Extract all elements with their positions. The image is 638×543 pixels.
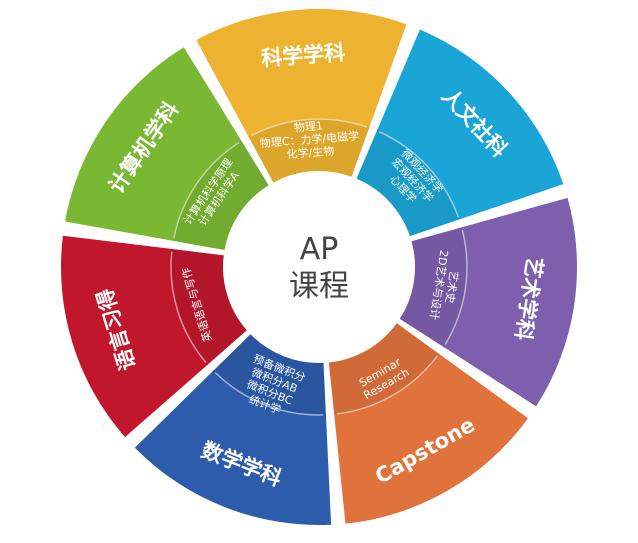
segment-outer-science (196, 9, 407, 137)
segment-inner-science (248, 117, 370, 183)
segment-divider-language (170, 251, 207, 364)
center-title-line1: AP (300, 232, 339, 267)
course-item: 物理1 (293, 118, 323, 134)
segment-inner-arts (399, 227, 469, 348)
segment-outer-arts (443, 197, 578, 407)
segment-inner-language (169, 248, 247, 366)
segments-layer: 科学学科物理1物理C：力学/电磁学化学/生物人文社科微观经济学宏观经济学心理学艺… (61, 9, 578, 526)
segment-divider-cs (173, 141, 240, 239)
segment-inner-cs (172, 140, 269, 251)
course-item: 艺术史 (443, 270, 461, 305)
segment-inner-humanities (356, 129, 461, 237)
course-item: 化学/生物 (286, 144, 335, 162)
segment-divider-arts (444, 229, 468, 346)
segment-inner-capstone (328, 323, 440, 416)
segment-language: 语言习得英语语言与写作 (61, 235, 247, 438)
segment-inner-math (212, 334, 326, 417)
center-circle (227, 175, 411, 359)
segment-outer-cs (65, 47, 242, 241)
center-title-line2: 课程 (289, 269, 349, 304)
segment-outer-capstone (334, 353, 529, 524)
segment-divider-capstone (336, 355, 438, 415)
segment-divider-humanities (378, 131, 460, 218)
segment-outer-math (134, 370, 332, 526)
segment-outer-humanities (376, 29, 564, 220)
segment-divider-science (250, 118, 368, 137)
segment-outer-language (61, 235, 208, 438)
segment-divider-math (214, 371, 324, 416)
